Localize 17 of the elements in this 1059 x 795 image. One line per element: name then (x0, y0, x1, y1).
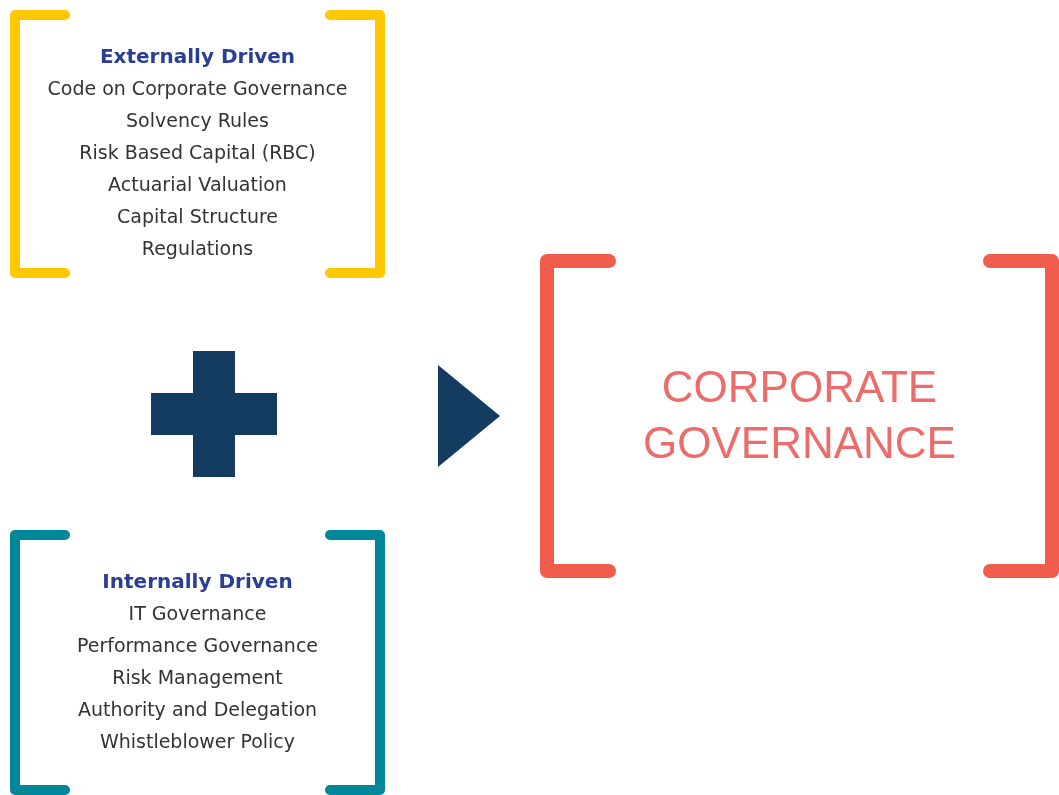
list-item: Whistleblower Policy (99, 729, 296, 754)
list-item: Performance Governance (76, 633, 319, 658)
list-item: Solvency Rules (126, 108, 269, 133)
bracket-box (540, 254, 1059, 578)
heading-text: Externally Driven (99, 43, 296, 70)
list-item: Code on Corporate Governance (47, 76, 348, 101)
bracket-box (10, 10, 385, 278)
list-item: Regulations (141, 236, 254, 261)
title-text: CORPORATE GOVERNANCE (642, 361, 957, 469)
list-item: Capital Structure (116, 204, 278, 229)
list-item: IT Governance (128, 601, 267, 626)
bracket-box (10, 530, 385, 795)
heading-text: Internally Driven (102, 568, 293, 595)
list-item: Risk Based Capital (RBC) (79, 140, 316, 165)
list-item: Actuarial Valuation (108, 172, 287, 197)
list-item: Authority and Delegation (77, 697, 318, 722)
list-item: Risk Management (112, 665, 283, 690)
